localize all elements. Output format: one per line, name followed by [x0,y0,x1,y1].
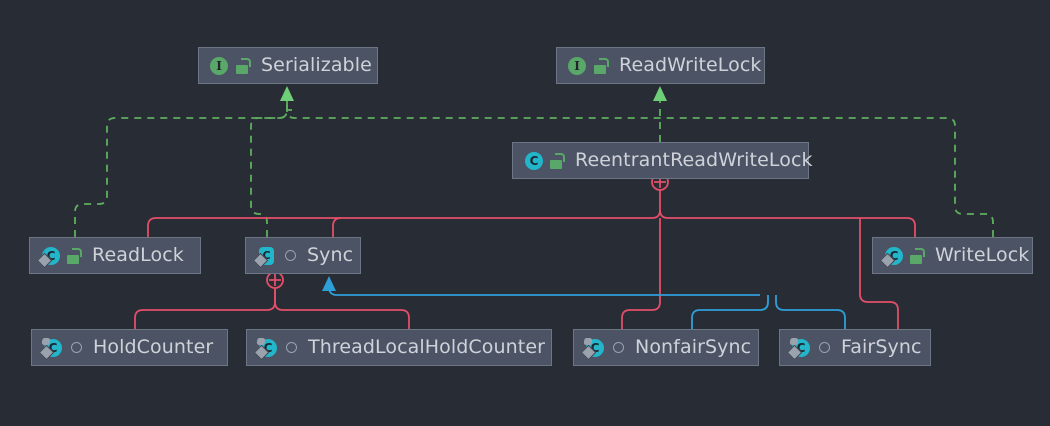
package-private-icon [613,342,624,353]
edge-rrwl-fairsync-tap [852,218,868,226]
public-unlocked-icon [549,152,565,169]
node-label-reentrantreadwritelock: ReentrantReadWriteLock [575,149,813,171]
interface-icon: I [208,55,230,77]
public-unlocked-icon [909,247,925,264]
node-writelock[interactable]: C WriteLock [872,237,1033,274]
static-nested-class-icon: C [38,337,63,360]
static-nested-class-icon: C [253,337,278,360]
node-sync[interactable]: C Sync [245,237,361,274]
node-label-serializable: Serializable [261,54,372,76]
realization-arrow-serializable [280,86,294,101]
node-nonfairsync[interactable]: C NonfairSync [573,329,759,366]
edge-readlock-serializable [74,101,288,237]
node-label-writelock: WriteLock [935,244,1030,266]
class-icon: C [522,150,544,172]
node-readlock[interactable]: C ReadLock [29,237,201,274]
edge-sync-serializable [250,101,288,237]
node-label-sync: Sync [307,244,354,266]
node-threadlocalholdcounter[interactable]: C ThreadLocalHoldCounter [246,329,552,366]
inheritance-arrow-sync [322,276,336,291]
nested-abstract-class-icon: C [252,245,277,268]
edge-rrwl-sync [332,217,342,237]
public-unlocked-icon [66,247,82,264]
edge-rrwl-writelock [668,217,916,237]
edge-sync-holdcounter [134,288,276,329]
public-unlocked-icon [235,57,251,74]
nested-class-icon: C [36,245,61,268]
edge-fairsync-sync [775,295,846,329]
node-label-fairsync: FairSync [841,336,922,358]
package-private-icon [71,342,82,353]
node-reentrantreadwritelock[interactable]: C ReentrantReadWriteLock [512,142,813,179]
static-nested-class-icon: C [786,337,811,360]
package-private-icon [819,342,830,353]
package-private-icon [286,342,297,353]
edge-rrwl-stem [651,190,669,219]
node-label-holdcounter: HoldCounter [93,336,214,358]
containment-marker-sync [266,271,284,289]
edge-rrwl-readlock [147,217,652,237]
edge-sync-threadlocalholdcounter [274,288,410,329]
static-nested-class-icon: C [580,337,605,360]
containment-marker-sync-plus [269,274,281,286]
realization-arrow-readwritelock [653,86,667,101]
node-fairsync[interactable]: C FairSync [779,329,931,366]
public-unlocked-icon [593,57,609,74]
edge-rrwl-nonfairsync [621,218,661,329]
node-label-threadlocalholdcounter: ThreadLocalHoldCounter [308,336,546,358]
node-serializable[interactable]: I Serializable [198,47,378,84]
nested-class-icon: C [879,245,904,268]
node-label-readwritelock: ReadWriteLock [619,54,762,76]
node-holdcounter[interactable]: C HoldCounter [31,329,228,366]
node-readwritelock[interactable]: I ReadWriteLock [556,47,765,84]
edge-nonfairsync-sync [691,295,769,329]
edge-blue-bus-to-sync [328,286,760,296]
package-private-icon [285,250,296,261]
interface-icon: I [566,55,588,77]
node-label-nonfairsync: NonfairSync [635,336,752,358]
node-label-readlock: ReadLock [92,244,184,266]
